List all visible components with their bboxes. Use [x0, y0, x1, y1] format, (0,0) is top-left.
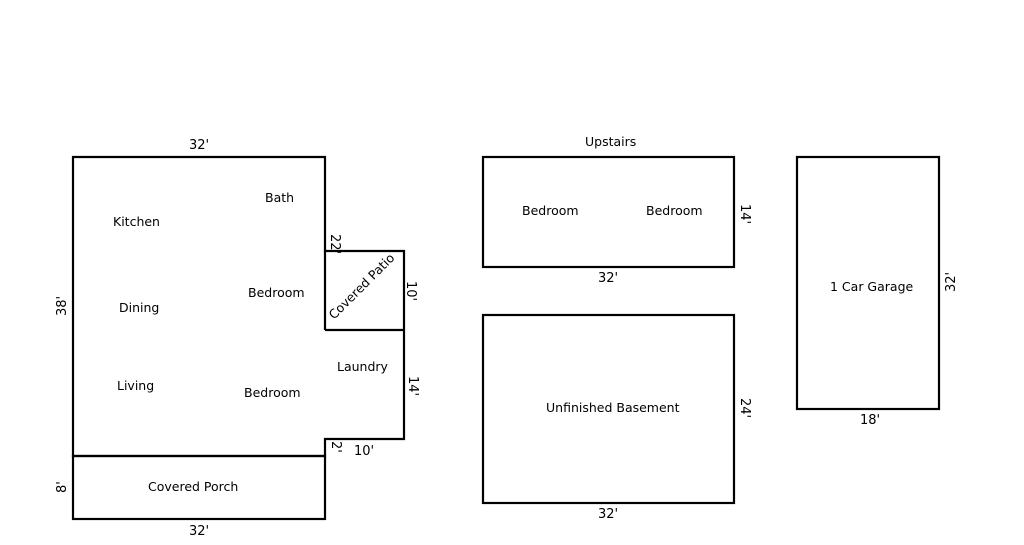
dimension-porch-width: 32': [189, 524, 209, 539]
dimension-basement-width: 32': [598, 507, 618, 522]
dimension-laundry-width: 10': [354, 444, 374, 459]
room-label-bath: Bath: [265, 190, 294, 205]
room-label-garage: 1 Car Garage: [830, 279, 914, 294]
dimension-upstairs-depth: 14': [737, 204, 752, 224]
dimension-notch: 2': [328, 441, 343, 453]
room-label-living: Living: [117, 378, 154, 393]
dimension-porch-depth: 8': [55, 481, 70, 493]
room-label-upstairs-bedroom-left: Bedroom: [522, 203, 579, 218]
room-label-dining: Dining: [119, 300, 159, 315]
dimension-patio-depth: 10': [403, 281, 418, 301]
basement-outline: [481, 313, 736, 505]
room-label-upstairs-bedroom-right: Bedroom: [646, 203, 703, 218]
dimension-laundry-depth: 14': [405, 376, 420, 396]
garage-plan: 1 Car Garage 32' 18': [795, 155, 959, 428]
dimension-garage-length: 32': [944, 272, 959, 292]
basement-plan: Unfinished Basement 24' 32': [481, 313, 752, 522]
dimension-left-height: 38': [55, 296, 70, 316]
dimension-garage-width: 18': [860, 413, 880, 428]
room-label-kitchen: Kitchen: [113, 214, 160, 229]
room-label-covered-porch: Covered Porch: [148, 479, 238, 494]
room-label-unfinished-basement: Unfinished Basement: [546, 400, 680, 415]
room-label-bedroom-lower: Bedroom: [244, 385, 301, 400]
upstairs-plan: Upstairs Bedroom Bedroom 14' 32': [481, 134, 752, 286]
garage-outline: [795, 155, 941, 411]
dimension-basement-depth: 24': [737, 398, 752, 418]
room-label-bedroom-upper: Bedroom: [248, 285, 305, 300]
covered-porch-outline: [71, 454, 327, 521]
dimension-upstairs-width: 32': [598, 271, 618, 286]
upstairs-outline: [481, 155, 736, 269]
dimension-patio-offset: 22': [327, 234, 342, 254]
room-label-laundry: Laundry: [337, 359, 389, 374]
room-label-covered-patio: Covered Patio: [326, 250, 398, 322]
upstairs-title: Upstairs: [585, 134, 636, 149]
dimension-top-width: 32': [189, 138, 209, 153]
main-floor: Kitchen Bath Dining Bedroom Living Bedro…: [55, 138, 420, 539]
